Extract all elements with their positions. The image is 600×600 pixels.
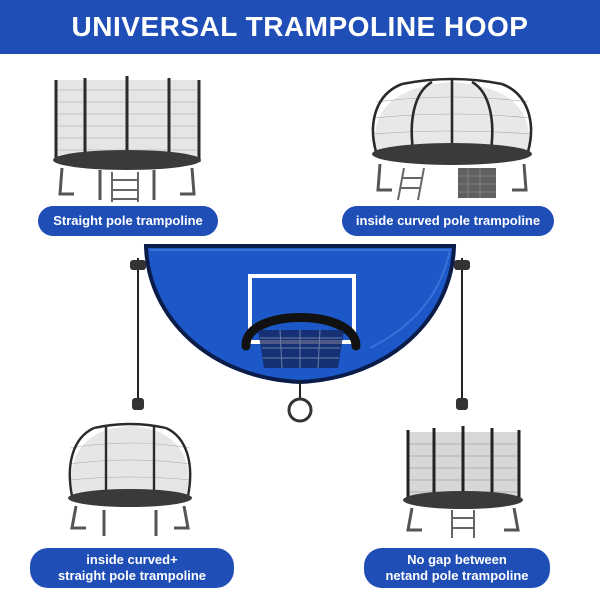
caption-curved-pole: inside curved pole trampoline	[342, 206, 554, 236]
caption-no-gap: No gap between netand pole trampoline	[364, 548, 550, 588]
caption-straight-pole: Straight pole trampoline	[38, 206, 218, 236]
curved-straight-pole-trampoline-image	[68, 422, 192, 536]
page-title: UNIVERSAL TRAMPOLINE HOOP	[71, 11, 529, 42]
caption-curved-straight-pole: inside curved+ straight pole trampoline	[30, 548, 234, 588]
curved-pole-trampoline-image	[371, 77, 533, 201]
straight-pole-trampoline-image	[53, 76, 201, 202]
basketball-hoop-illustration	[130, 244, 470, 423]
no-gap-trampoline-image	[403, 426, 523, 538]
title-banner: UNIVERSAL TRAMPOLINE HOOP	[0, 0, 600, 54]
